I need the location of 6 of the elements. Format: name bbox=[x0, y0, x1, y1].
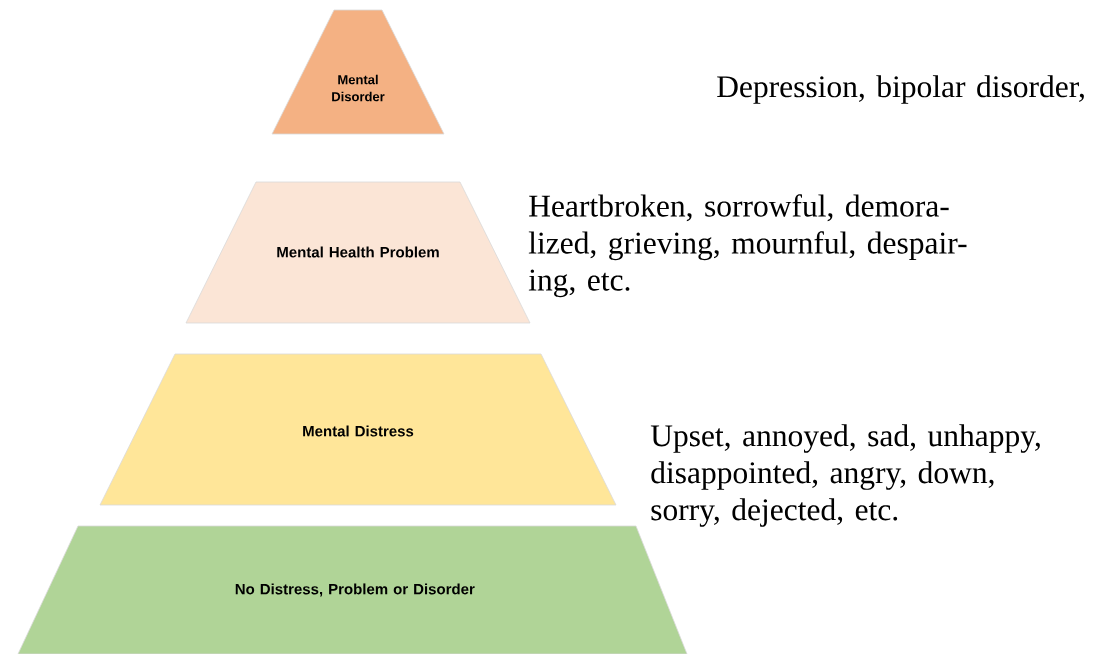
description-text: Depression, bipolar disorder, bbox=[717, 75, 1084, 104]
description-text: Upset, annoyed, sad, unhappy, disappointed, angry, down, sorry, dejected, etc. bbox=[650, 424, 1040, 527]
pyramid-level: Mental Disorder bbox=[271, 9, 445, 135]
description-text: Heartbroken, sorrowful, demora- lized, grieving, mournful, despair- ing, etc. bbox=[528, 194, 967, 298]
pyramid-level: No Distress, Problem or Disorder bbox=[17, 525, 688, 654]
pyramid-level: Mental Distress bbox=[99, 353, 617, 506]
